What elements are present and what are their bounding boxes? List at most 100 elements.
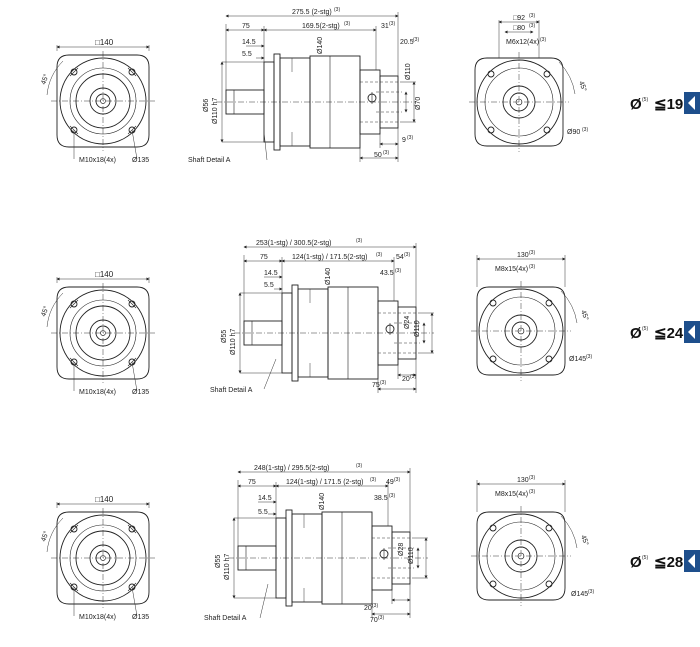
row1-front-view: □140 45° M10x18(4x) Ø135 <box>39 38 155 164</box>
row1-l31: 31 <box>381 23 389 30</box>
row2-total-length: 253(1-stg) / 300.5(2-stg) <box>256 240 331 247</box>
row1-motor-view: □92 (3) □80 (3) M6x12(4x) (3) 45° Ø90 (3… <box>468 13 588 153</box>
row1-body-length: 169.5(2-stg) <box>302 23 340 30</box>
row2-dim-75: 75 <box>372 382 380 389</box>
row2-side-view: 253(1-stg) / 300.5(2-stg) (3) 75 124(1-s… <box>210 238 434 394</box>
row2-spec-tab[interactable]: Ø (5) ≦24 <box>630 321 700 343</box>
svg-text:(3): (3) <box>356 238 362 244</box>
row2-spec-prefix: Ø <box>630 325 642 342</box>
row2-front-square: □140 <box>95 270 114 279</box>
row2-spec-sup: (5) <box>642 326 648 332</box>
row3-l145: 14.5 <box>258 495 272 502</box>
row3-front-pcd: Ø135 <box>132 614 149 621</box>
row2-shaft-dia: Ø55 <box>221 330 228 343</box>
row2-flange-dia: Ø140 <box>325 268 332 285</box>
row1-pilot-dia: Ø110 h7 <box>212 98 219 124</box>
svg-text:(3): (3) <box>372 603 378 609</box>
row2-arrow-icon <box>688 325 695 339</box>
row2-l55: 5.5 <box>264 282 274 289</box>
row3-spec-value: ≦28 <box>654 554 683 571</box>
row2-front-angle: 45° <box>39 305 50 318</box>
row1-l75: 75 <box>242 23 250 30</box>
svg-text:(3): (3) <box>586 354 592 360</box>
svg-text:(3): (3) <box>529 250 535 256</box>
row1-motor-bolt: M6x12(4x) <box>506 39 539 46</box>
svg-text:(3): (3) <box>404 252 410 258</box>
row3-motor-angle: 45° <box>579 534 590 547</box>
svg-text:(3): (3) <box>378 615 384 621</box>
row1-dim-d70: Ø70 <box>415 97 422 110</box>
svg-text:(3): (3) <box>389 21 395 27</box>
row3-front-angle: 45° <box>39 530 50 543</box>
svg-text:(3): (3) <box>380 380 386 386</box>
row3-dim-38-5: 38.5 <box>374 495 388 502</box>
svg-text:(3): (3) <box>413 37 419 43</box>
row1-shaft-detail-label: Shaft Detail A <box>188 157 231 164</box>
row3-body-length: 124(1-stg) / 171.5 (2-stg) <box>286 479 363 486</box>
svg-text:(3): (3) <box>529 264 535 270</box>
row3-motor-pcd: Ø145 <box>571 591 588 598</box>
row2-l75: 75 <box>260 254 268 261</box>
row1-spec-value: ≦19 <box>654 96 683 113</box>
row3-side-view: 248(1-stg) / 295.5(2-stg) (3) 75 124(1-s… <box>204 463 428 624</box>
row3-dim-20: 20 <box>364 605 372 612</box>
row3-motor-bolt: M8x15(4x) <box>495 491 528 498</box>
svg-text:(3): (3) <box>389 493 395 499</box>
svg-text:(3): (3) <box>356 463 362 469</box>
row3-motor-view: 130 (3) M8x15(4x) (3) 45° Ø145 (3) <box>470 475 594 607</box>
row3-spec-tab[interactable]: Ø (5) ≦28 <box>630 550 700 572</box>
row3-shaft-dia: Ø55 <box>215 555 222 568</box>
row3-dim-d110: Ø110 <box>408 547 415 564</box>
row1-motor-pcd: Ø90 <box>567 129 580 136</box>
row3-spec-prefix: Ø <box>630 554 642 571</box>
row1-front-angle: 45° <box>39 73 50 86</box>
row1-motor-angle: 45° <box>577 80 588 93</box>
row3-front-view: □140 45° M10x18(4x) Ø135 <box>39 495 155 621</box>
row2-body-length: 124(1-stg) / 171.5(2-stg) <box>292 254 367 261</box>
row2-l145: 14.5 <box>264 270 278 277</box>
row2-spec-value: ≦24 <box>654 325 684 342</box>
row1-shaft-dia: Ø56 <box>203 99 210 112</box>
svg-text:(3): (3) <box>334 7 340 13</box>
row1-spec-tab[interactable]: Ø (5) ≦19 <box>630 92 700 114</box>
row2-front-bolt: M10x18(4x) <box>79 389 116 396</box>
row1-spec-prefix: Ø <box>630 96 642 113</box>
row2-dim-43-5: 43.5 <box>380 270 394 277</box>
row3-motor-dim130: 130 <box>517 477 529 484</box>
svg-text:(3): (3) <box>588 589 594 595</box>
row3-pilot-dia: Ø110 h7 <box>224 554 231 580</box>
row1-l55: 5.5 <box>242 51 252 58</box>
row1-front-pcd: Ø135 <box>132 157 149 164</box>
row1-spec-sup: (5) <box>642 97 648 103</box>
svg-text:(3): (3) <box>529 489 535 495</box>
row1-side-view: 275.5 (2-stg) (3) 75 169.5(2-stg) (3) 31… <box>188 7 422 164</box>
row2-l54: 54 <box>396 254 404 261</box>
row3-front-bolt: M10x18(4x) <box>79 614 116 621</box>
svg-text:(3): (3) <box>529 475 535 481</box>
row1-front-bolt: M10x18(4x) <box>79 157 116 164</box>
row2-motor-bolt: M8x15(4x) <box>495 266 528 273</box>
row2-shaft-detail-label: Shaft Detail A <box>210 387 253 394</box>
row1-arrow-icon <box>688 96 695 110</box>
row2-dim-d110: Ø110 <box>414 320 421 337</box>
row2-front-view: □140 45° M10x18(4x) Ø135 <box>39 270 155 396</box>
row1-total-length: 275.5 (2-stg) <box>292 9 332 16</box>
row2-front-pcd: Ø135 <box>132 389 149 396</box>
row1-flange-dia: Ø140 <box>317 37 324 54</box>
row2-motor-view: 130 (3) M8x15(4x) (3) 45° Ø145 (3) <box>470 250 592 382</box>
svg-text:(3): (3) <box>540 37 546 43</box>
row1-dim-50: 50 <box>374 152 382 159</box>
row3-spec-sup: (5) <box>642 555 648 561</box>
row2-motor-dim130: 130 <box>517 252 529 259</box>
row3-front-square: □140 <box>95 495 114 504</box>
row1-motor-sq92: □92 <box>513 15 525 22</box>
svg-text:(3): (3) <box>407 135 413 141</box>
row2-motor-pcd: Ø145 <box>569 356 586 363</box>
row1-dim-9: 9 <box>402 137 406 144</box>
svg-text:(3): (3) <box>370 477 376 483</box>
row2-dim-d24: Ø24 <box>404 316 411 329</box>
row3-l75: 75 <box>248 479 256 486</box>
row1-dim-d110: Ø110 <box>405 63 412 80</box>
row1-dim-20-5: 20.5 <box>400 39 414 46</box>
row3-shaft-detail-label: Shaft Detail A <box>204 615 247 622</box>
